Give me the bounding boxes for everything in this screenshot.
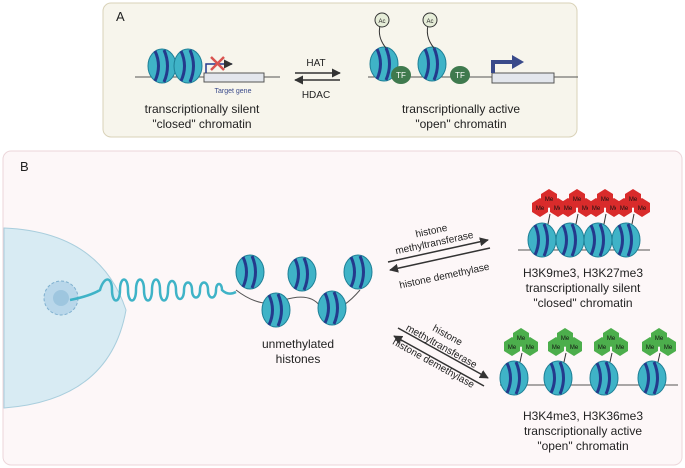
- bottom-methylation-arrows: [393, 327, 489, 387]
- active-gene-box: [491, 72, 555, 84]
- panel-a-label: A: [116, 9, 125, 24]
- tf-label: TF: [396, 71, 406, 80]
- tss-arrow-blocked: [205, 59, 233, 73]
- top-methylation-arrows: [387, 237, 491, 273]
- panel-b-active-label-1: transcriptionally active: [524, 424, 642, 438]
- x-mark-icon: [210, 56, 225, 71]
- unmethylated-label-2: histones: [276, 352, 321, 366]
- panel-b-silent-label-2: "closed" chromatin: [533, 296, 632, 310]
- tss-arrow-head: [512, 55, 524, 69]
- nucleus: [3, 227, 127, 409]
- ac-mark: [422, 12, 438, 28]
- ac-mark-label: Ac: [378, 19, 385, 25]
- ac-mark-label: Ac: [426, 19, 433, 25]
- methylated-closed-chromatin: [518, 189, 650, 259]
- panel-b-active-label-2: "open" chromatin: [537, 439, 628, 453]
- tf-protein: [450, 66, 470, 84]
- target-gene-label: Target gene: [215, 88, 252, 95]
- panel-a-active-label-1: transcriptionally active: [402, 102, 520, 116]
- tf-protein: [391, 66, 411, 84]
- hdac-label: HDAC: [302, 90, 330, 101]
- panel-a-closed-chromatin: Target gene: [135, 47, 280, 95]
- panel-b-label: B: [20, 159, 29, 174]
- silent-marks-label: H3K9me3, H3K27me3: [523, 266, 643, 280]
- dna-coil: [69, 278, 237, 302]
- methylated-open-chromatin: [498, 328, 678, 397]
- panel-b-silent-label-1: transcriptionally silent: [526, 281, 641, 295]
- hat-label: HAT: [306, 58, 325, 69]
- panel-a-active-label-2: "open" chromatin: [415, 117, 506, 131]
- active-marks-label: H3K4me3, H3K36me3: [523, 409, 643, 423]
- unmethylated-histones: [234, 253, 374, 329]
- panel-a-silent-label-1: transcriptionally silent: [145, 102, 260, 116]
- panel-a-silent-label-2: "closed" chromatin: [152, 117, 251, 131]
- tss-arrow-active: [491, 60, 512, 73]
- unmethylated-label-1: unmethylated: [262, 337, 334, 351]
- ac-mark: [374, 12, 390, 28]
- tf-label: TF: [455, 71, 465, 80]
- panel-a-open-chromatin: Ac Ac TF TF: [368, 12, 578, 84]
- target-gene-box: [203, 72, 265, 83]
